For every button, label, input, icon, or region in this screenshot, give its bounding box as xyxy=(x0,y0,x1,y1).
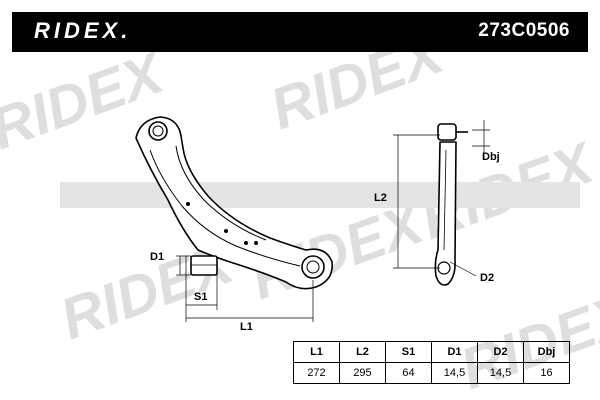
brand-logo: RIDEX. xyxy=(34,18,132,43)
part-number: 273C0506 xyxy=(478,20,570,41)
d2-label: D2 xyxy=(480,272,494,284)
control-arm-front-view xyxy=(434,123,468,286)
spec-table: L1 L2 S1 D1 D2 Dbj 272 295 64 14,5 14,5 … xyxy=(293,341,570,384)
control-arm-side-view xyxy=(135,116,333,290)
spec-value-cell: 272 xyxy=(293,362,340,384)
spec-header-cell: S1 xyxy=(385,341,432,363)
l2-label: L2 xyxy=(374,192,387,204)
spec-header-cell: L1 xyxy=(293,341,340,363)
l1-label: L1 xyxy=(240,321,253,333)
spec-header-cell: D1 xyxy=(431,341,478,363)
spec-header-cell: D2 xyxy=(477,341,524,363)
spec-value-cell: 64 xyxy=(385,362,432,384)
s1-label: S1 xyxy=(194,291,207,303)
dbj-label: Dbj xyxy=(482,151,500,163)
spec-value-cell: 16 xyxy=(523,362,570,384)
header-bar: RIDEX. 273C0506 xyxy=(12,12,588,52)
spec-value-cell: 14,5 xyxy=(477,362,524,384)
spec-header-cell: Dbj xyxy=(523,341,570,363)
dimension-lines-right xyxy=(393,120,490,277)
d1-label: D1 xyxy=(150,251,164,263)
spec-header-cell: L2 xyxy=(339,341,386,363)
watermark-band xyxy=(60,182,580,208)
spec-value-cell: 14,5 xyxy=(431,362,478,384)
spec-value-cell: 295 xyxy=(339,362,386,384)
dimension-lines-left xyxy=(176,255,314,322)
spec-value-row: 272 295 64 14,5 14,5 16 xyxy=(293,362,570,384)
spec-header-row: L1 L2 S1 D1 D2 Dbj xyxy=(293,341,570,363)
